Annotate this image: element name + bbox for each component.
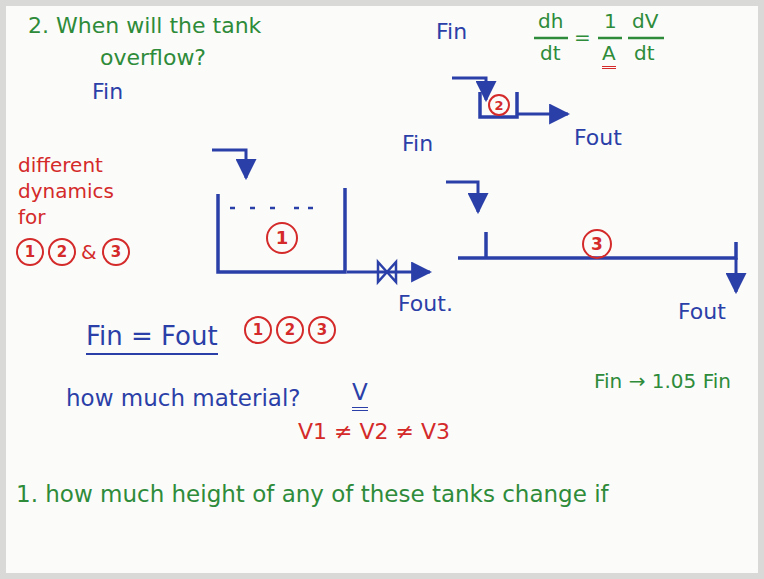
liquid-level [308, 207, 313, 210]
liquid-level [270, 207, 275, 210]
callout-number: 3 [102, 238, 130, 266]
tank-number: 1 [266, 222, 298, 254]
callout-number: 3 [308, 316, 336, 344]
equation: Fin = Fout [86, 322, 218, 355]
tank-number: 2 [488, 94, 510, 116]
liquid-level [250, 207, 255, 210]
callout-number: 2 [276, 316, 304, 344]
outlet-arrow [735, 258, 738, 292]
valve-symbol [378, 262, 396, 282]
question: 1. how much height of any of these tanks… [16, 482, 609, 507]
equation-term: A [602, 42, 616, 69]
equation-term: dt [634, 42, 655, 64]
tank-number: 3 [582, 229, 612, 259]
note: different dynamics for [18, 152, 136, 230]
ampersand: & [81, 241, 97, 263]
note: Fin → 1.05 Fin [594, 370, 731, 392]
flow-label: Fin [92, 80, 123, 104]
question: how much material? [66, 386, 301, 411]
equation-term: = [574, 26, 591, 48]
liquid-level [294, 207, 299, 210]
equation-term: dt [540, 42, 561, 64]
tank-wall [218, 188, 345, 272]
flow-label: Fout [678, 300, 726, 324]
fraction-bar [534, 37, 568, 40]
inequality: V1 ≠ V2 ≠ V3 [298, 420, 450, 444]
symbol: V [352, 380, 368, 411]
equation-term: dh [538, 10, 563, 32]
callout-number: 2 [48, 238, 76, 266]
wide-tank: 3 [456, 226, 738, 262]
inflow-arrow [212, 150, 246, 178]
equation-term: dV [632, 10, 658, 32]
flow-label: Fin [402, 132, 433, 156]
flow-label: Fin [436, 20, 467, 44]
inflow-arrow [446, 182, 478, 212]
flow-label: Fout [574, 126, 622, 150]
outlet-arrow [518, 113, 568, 116]
fraction-bar [628, 37, 664, 40]
liquid-level [230, 207, 235, 210]
callout-number: 1 [244, 316, 272, 344]
tank-wall [480, 92, 517, 117]
fraction-bar [598, 37, 622, 40]
callout-number: 1 [16, 238, 44, 266]
equation-term: 1 [604, 10, 617, 32]
tank: 1 [216, 186, 348, 274]
small-tank: 2 [478, 90, 520, 120]
title: 2. When will the tank overflow? [28, 10, 370, 74]
flow-label: Fout. [398, 292, 453, 316]
